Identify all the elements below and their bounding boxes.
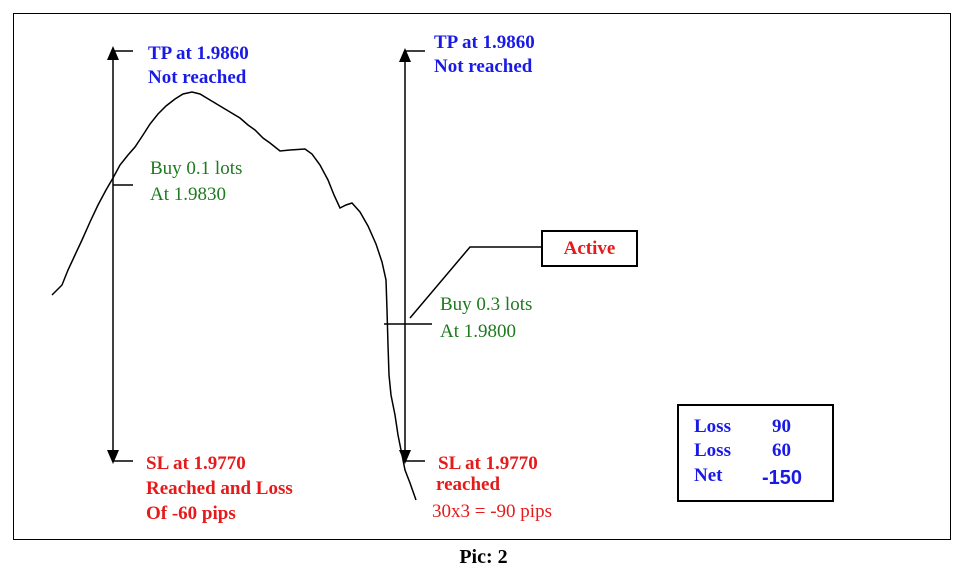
right-buy-price: At 1.9800 bbox=[440, 321, 516, 342]
diagram-frame bbox=[13, 13, 951, 540]
figure-caption: Pic: 2 bbox=[459, 546, 508, 568]
left-sl-label: SL at 1.9770 bbox=[146, 453, 246, 474]
summary-row-2-value: 60 bbox=[772, 440, 791, 461]
left-up-arrowhead bbox=[107, 46, 119, 60]
left-tp-label: TP at 1.9860 bbox=[148, 43, 249, 64]
right-down-arrowhead bbox=[399, 450, 411, 464]
summary-net-value: -150 bbox=[762, 467, 803, 489]
summary-row-1-label: Loss bbox=[694, 416, 731, 437]
right-up-arrowhead bbox=[399, 48, 411, 62]
summary-row-2-label: Loss bbox=[694, 440, 731, 461]
summary-row-1-value: 90 bbox=[772, 416, 791, 437]
left-sl-loss: Of -60 pips bbox=[146, 503, 236, 524]
left-buy-label: Buy 0.1 lots bbox=[150, 158, 243, 179]
active-badge: Active bbox=[541, 230, 638, 267]
left-sl-status: Reached and Loss bbox=[146, 478, 293, 499]
price-curve bbox=[51, 91, 417, 501]
left-buy-price: At 1.9830 bbox=[150, 184, 226, 205]
left-down-arrowhead bbox=[107, 450, 119, 464]
right-buy-label: Buy 0.3 lots bbox=[440, 294, 533, 315]
right-sl-label: SL at 1.9770 bbox=[438, 453, 538, 474]
right-loss-calc: 30x3 = -90 pips bbox=[432, 501, 552, 522]
right-tp-label: TP at 1.9860 bbox=[434, 32, 535, 53]
summary-net-label: Net bbox=[694, 465, 723, 486]
active-pointer-line bbox=[409, 246, 541, 319]
right-tp-status: Not reached bbox=[434, 56, 533, 77]
active-label: Active bbox=[563, 237, 616, 259]
summary-box bbox=[677, 404, 834, 502]
right-sl-status: reached bbox=[436, 474, 501, 495]
left-tp-status: Not reached bbox=[148, 67, 247, 88]
